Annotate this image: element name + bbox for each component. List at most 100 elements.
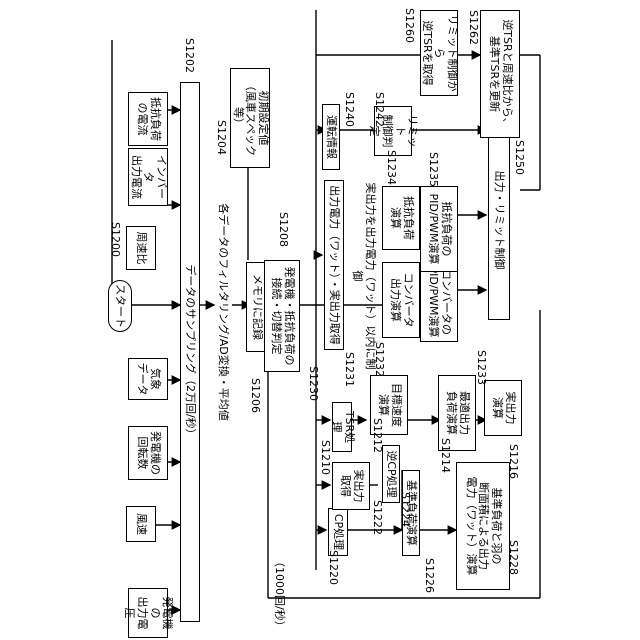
base-load-blade-line-2: 断面積による出力 [477, 477, 490, 576]
update-tsr-line-2: 基準TSRを更新 [487, 19, 500, 128]
target-speed-line-1: 目標速度 [389, 383, 402, 427]
load-calc-line-1: 抵抗負荷 [401, 196, 414, 240]
limit-judge-line-1: リミット [393, 110, 418, 152]
label-s1212: S1212 [371, 418, 384, 453]
sampling-bar: データのサンプリング（2万回/秒） [180, 82, 200, 622]
actual-output-calc-line-2: 演算 [490, 392, 503, 425]
inverter-current-line-2: 出力電流 [129, 152, 142, 202]
label-s1206: S1206 [249, 378, 262, 413]
limit-inverse-tsr-box: リミット制御から逆TSRを取得 [420, 10, 458, 96]
label-s1240: S1240 [343, 92, 356, 127]
label-s1226: S1226 [423, 558, 436, 593]
operation-info-label: 運転情報 [325, 115, 338, 159]
gen-voltage-line-1: 発電機の [148, 592, 173, 634]
gen-rpm-line-2: 回転数 [135, 431, 148, 475]
base-load-blade-line-1: 基準負荷と羽の [489, 477, 502, 576]
filtering-bar: 各データのフィルタリング/AD変換・平均値 [214, 182, 232, 442]
gen-rpm-line-1: 発電機の [148, 431, 161, 475]
actual-output-box: 実出力取得 [332, 462, 370, 510]
weather-line-2: データ [135, 363, 148, 396]
actual-output-line-1: 実出力 [351, 470, 364, 503]
limit-inverse-tsr-line-1: リミット制御から [433, 14, 458, 92]
actual-output-calc-line-1: 実出力 [503, 392, 516, 425]
label-s1202: S1202 [183, 38, 196, 73]
label-s1228: S1228 [507, 540, 520, 575]
label-s1235: S1235 [427, 152, 440, 187]
control-within-text: 実出力を出力電力（ワット）以内に制御 [354, 178, 372, 374]
label-s1242: S1242 [373, 92, 386, 127]
label-s1224: S1224 [399, 492, 412, 527]
base-load-blade-box: 基準負荷と羽の断面積による出力電力（ワット）演算 [456, 462, 510, 590]
label-s1234: S1234 [385, 150, 398, 185]
actual-output-calc-box: 実出力演算 [484, 380, 522, 436]
loop-rate-label: （1000回/秒） [272, 556, 288, 632]
wind-speed-label: 風速 [135, 513, 148, 535]
gen-voltage-line-2: 出力電圧 [123, 592, 148, 634]
cp-process-label: CP処理 [332, 514, 345, 550]
start-node: スタート [108, 280, 132, 332]
optimal-output-line-1: 最適出力 [457, 391, 470, 435]
speed-ratio-label: 周速比 [135, 232, 148, 265]
inverse-cp-label: 逆CP処理 [385, 450, 398, 497]
wind-speed-box: 風速 [126, 506, 156, 542]
sampling-label: データのサンプリング（2万回/秒） [184, 264, 197, 439]
label-s1208: S1208 [277, 212, 290, 247]
label-s1250: S1250 [513, 140, 526, 175]
converter-pid-line-1: コンバータの [439, 266, 452, 337]
label-s1260: S1260 [403, 8, 416, 43]
load-calc-box: 抵抗負荷演算 [382, 186, 420, 250]
optimal-output-line-2: 負荷演算 [444, 391, 457, 435]
label-s1232: S1232 [373, 342, 386, 377]
connect-judge-box: 発電機・抵抗負荷の接続・切替判定 [264, 260, 300, 372]
control-within-label: 実出力を出力電力（ワット）以内に制御 [350, 181, 375, 371]
operation-info-box: 運転情報 [322, 104, 340, 170]
start-label: スタート [114, 284, 127, 328]
output-limit-label: 出力・リミット制御 [493, 171, 506, 270]
memory-label: メモリに記録 [251, 274, 264, 340]
initial-settings-line-2: （風車スペック等） [231, 72, 256, 164]
inverter-current-box: インバータ出力電流 [128, 148, 168, 206]
label-s1216: S1216 [507, 444, 520, 479]
label-s1231: S1231 [343, 352, 356, 387]
label-s1262: S1262 [467, 10, 480, 45]
filtering-label: 各データのフィルタリング/AD変換・平均値 [217, 203, 230, 420]
label-s1230: S1230 [307, 366, 320, 401]
inverse-cp-box: 逆CP処理 [382, 445, 400, 503]
label-s1220: S1220 [327, 550, 340, 585]
load-pid-box: 抵抗負荷のPID/PWM演算 [420, 186, 458, 272]
limit-inverse-tsr-line-2: 逆TSRを取得 [420, 14, 433, 92]
actual-output-line-2: 取得 [338, 470, 351, 503]
base-load-blade-line-3: 電力（ワット）演算 [464, 477, 477, 576]
load-pid-line-2: PID/PWM演算 [426, 193, 439, 264]
load-current-line-2: の電流 [135, 97, 148, 141]
inverter-current-line-1: インバータ [142, 152, 167, 202]
connect-judge-line-2: 接続・切替判定 [269, 267, 282, 366]
gen-voltage-box: 発電機の出力電圧 [128, 588, 168, 638]
converter-pid-line-2: PID/PWM演算 [426, 266, 439, 337]
output-limit-box: 出力・リミット制御 [488, 120, 510, 320]
cp-process-box: CP処理 [328, 508, 348, 556]
speed-ratio-box: 周速比 [126, 226, 156, 270]
load-current-box: 抵抗負荷の電流 [128, 92, 168, 146]
label-s1200: S1200 [109, 222, 122, 257]
initial-settings-line-1: 初期設定値 [256, 72, 269, 164]
label-s1214: S1214 [439, 438, 452, 473]
initial-settings-box: 初期設定値（風車スペック等） [230, 68, 270, 168]
update-tsr-line-1: 逆TSRと周速比から、 [500, 19, 513, 128]
converter-calc-line-2: 出力演算 [388, 273, 401, 328]
label-s1210: S1210 [319, 440, 332, 475]
label-s1233: S1233 [475, 350, 488, 385]
label-s1204: S1204 [215, 120, 228, 155]
gen-rpm-box: 発電機の回転数 [128, 426, 168, 480]
update-tsr-box: 逆TSRと周速比から、基準TSRを更新 [480, 10, 520, 138]
load-calc-line-2: 演算 [388, 196, 401, 240]
weather-box: 気象データ [128, 358, 168, 400]
tsr-process-label: TSR処理 [329, 406, 354, 448]
load-pid-line-1: 抵抗負荷の [439, 193, 452, 264]
converter-pid-box: コンバータのPID/PWM演算 [420, 262, 458, 342]
weather-line-1: 気象 [148, 363, 161, 396]
output-power-get-box: 出力電力（ワット）・実出力取得 [324, 180, 344, 350]
tsr-process-box: TSR処理 [332, 402, 352, 452]
